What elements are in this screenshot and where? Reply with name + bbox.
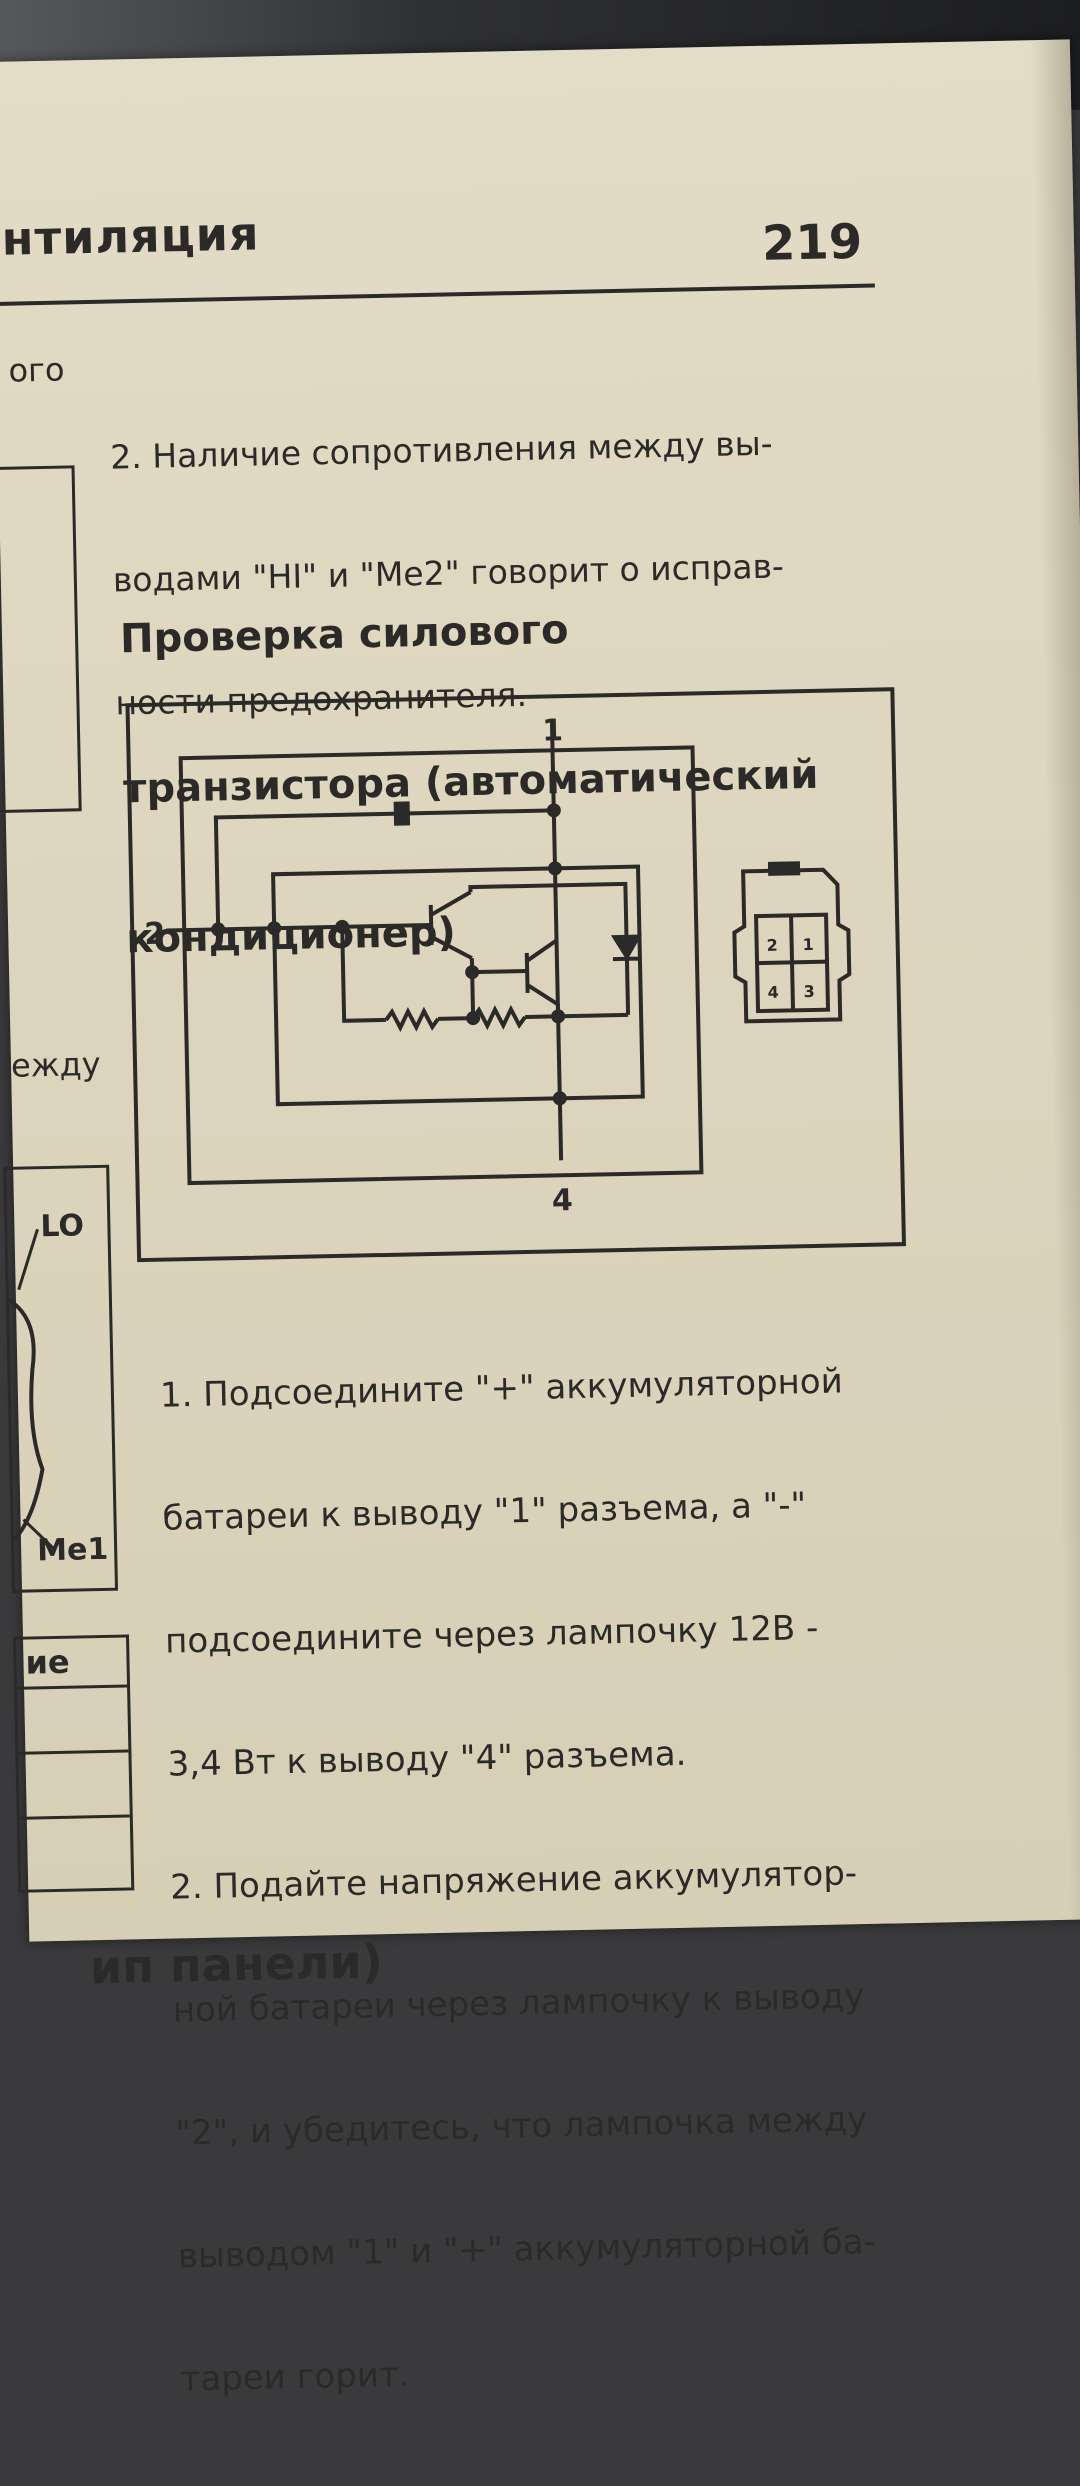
bottom-heading: ип панели) xyxy=(89,1934,383,1994)
left-column-figure-frame xyxy=(0,465,82,813)
heading-line: Проверка силового xyxy=(120,600,816,665)
text-line: подсоедините через лампочку 12В - xyxy=(165,1607,864,1663)
connector-pin-2: 2 xyxy=(766,936,778,955)
text-line: 1. Подсоедините "+" аккумуляторной xyxy=(160,1361,859,1417)
connector-pin-1: 1 xyxy=(802,935,814,954)
text-line: 2. Подайте напряжение аккумулятор- xyxy=(170,1853,869,1909)
page-edge-shadow xyxy=(1030,39,1080,1919)
page-number: 219 xyxy=(761,214,862,272)
terminal-4-label: 4 xyxy=(552,1183,574,1218)
connector-icon xyxy=(733,862,850,1021)
book-page: нтиляция 219 ого ежду LO Me1 ие 2. Налич… xyxy=(0,39,1080,1941)
terminal-2-label: 2 xyxy=(144,917,166,952)
label-me1: Me1 xyxy=(37,1532,109,1568)
header-rule xyxy=(0,284,875,306)
left-table-header: ие xyxy=(25,1643,70,1682)
circuit-diagram: 1 2 4 2 1 4 3 xyxy=(121,683,913,1269)
inner-circuit-loop xyxy=(273,867,643,1105)
connector-pin-3: 3 xyxy=(803,982,815,1001)
section-title: нтиляция xyxy=(1,206,260,265)
text-line: выводом "1" и "+" аккумуляторной ба- xyxy=(178,2222,877,2278)
instructions-text: 1. Подсоедините "+" аккумуляторной батар… xyxy=(158,1279,881,2482)
terminal-1-label: 1 xyxy=(542,713,564,748)
connector-pin-4: 4 xyxy=(767,983,779,1002)
text-line: "2", и убедитесь, что лампочка между xyxy=(175,2099,874,2155)
text-line: тареи горит. xyxy=(180,2345,879,2401)
label-lo: LO xyxy=(40,1208,84,1244)
text-line: батареи к выводу "1" разъема, а "-" xyxy=(162,1484,861,1540)
text-line: 2. Наличие сопротивления между вы- xyxy=(110,423,782,478)
left-column-text-fragment-2: ежду xyxy=(11,1045,101,1085)
text-line: 3,4 Вт к выводу "4" разъема. xyxy=(167,1730,866,1786)
left-column-text-fragment: ого xyxy=(8,351,65,390)
